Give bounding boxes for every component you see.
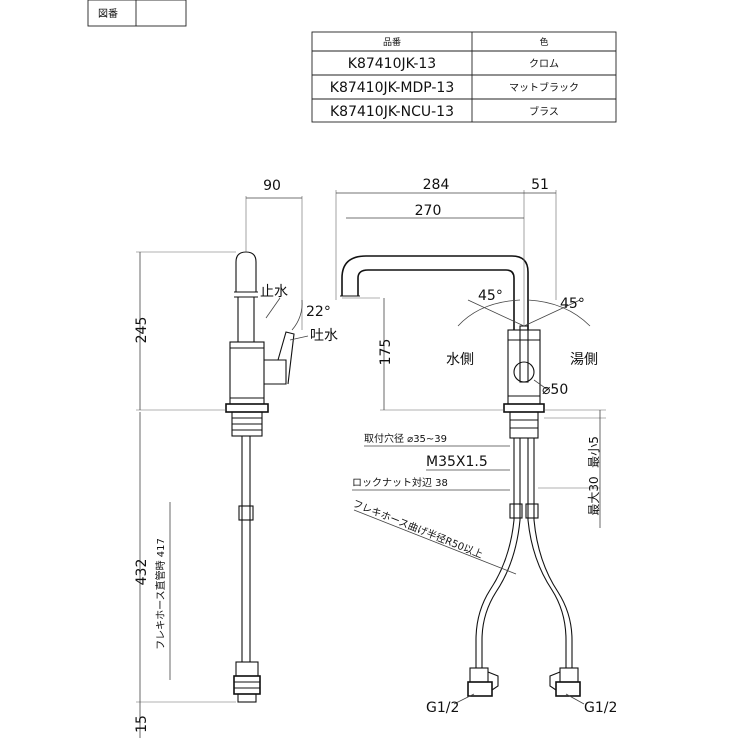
dim-51: 51 bbox=[531, 177, 549, 193]
stop-water-label: 止水 bbox=[260, 284, 288, 300]
table-cell-color: ブラス bbox=[529, 105, 559, 118]
product-color-table: 品番 色 K87410JK-13 クロム K87410JK-MDP-13 マット… bbox=[311, 31, 617, 123]
table-cell-color: マットブラック bbox=[509, 81, 579, 94]
diameter-50: ⌀50 bbox=[542, 382, 568, 398]
min-5-label: 最小5 bbox=[587, 436, 601, 468]
dim-90: 90 bbox=[263, 178, 281, 194]
figure-number-box: 図番 bbox=[87, 0, 187, 27]
dim-284: 284 bbox=[423, 177, 450, 193]
thread-label: M35X1.5 bbox=[426, 454, 488, 470]
side-view: 90 245 432 15 フレキホース直管時 417 22° 止水 吐水 bbox=[134, 178, 338, 738]
angle-22: 22° bbox=[306, 304, 331, 320]
dim-175: 175 bbox=[378, 339, 394, 366]
table-header-product: 品番 bbox=[383, 36, 401, 48]
flex-hose-bend-label: フレキホース曲げ半径R50以上 bbox=[351, 497, 485, 561]
table-cell-product: K87410JK-13 bbox=[348, 56, 436, 72]
table-cell-product: K87410JK-MDP-13 bbox=[330, 80, 454, 96]
hot-side-label: 湯側 bbox=[570, 351, 598, 368]
table-header-color: 色 bbox=[539, 36, 548, 48]
g-half-right: G1/2 bbox=[584, 700, 617, 716]
max-30-label: 最大30 bbox=[587, 476, 601, 515]
table-cell-color: クロム bbox=[529, 58, 559, 70]
table-cell-product: K87410JK-NCU-13 bbox=[330, 104, 454, 120]
angle-45-left: 45° bbox=[478, 288, 503, 304]
angle-45-right: 45° bbox=[560, 296, 585, 312]
g-half-left: G1/2 bbox=[426, 700, 459, 716]
dim-245: 245 bbox=[134, 317, 150, 344]
mount-hole-label: 取付穴径 ⌀35~39 bbox=[364, 432, 447, 445]
water-side-label: 水側 bbox=[446, 352, 474, 368]
front-view: 284 51 270 175 45° 45° 水側 湯側 ⌀50 最大30 bbox=[335, 177, 617, 716]
dim-15: 15 bbox=[134, 715, 150, 733]
figure-number-label: 図番 bbox=[98, 8, 118, 20]
dim-432: 432 bbox=[134, 559, 150, 586]
locknut-label: ロックナット対辺 38 bbox=[352, 476, 448, 489]
spout-water-label: 吐水 bbox=[310, 328, 338, 344]
dim-270: 270 bbox=[415, 203, 442, 219]
flex-hose-straight-label: フレキホース直管時 417 bbox=[154, 538, 167, 650]
